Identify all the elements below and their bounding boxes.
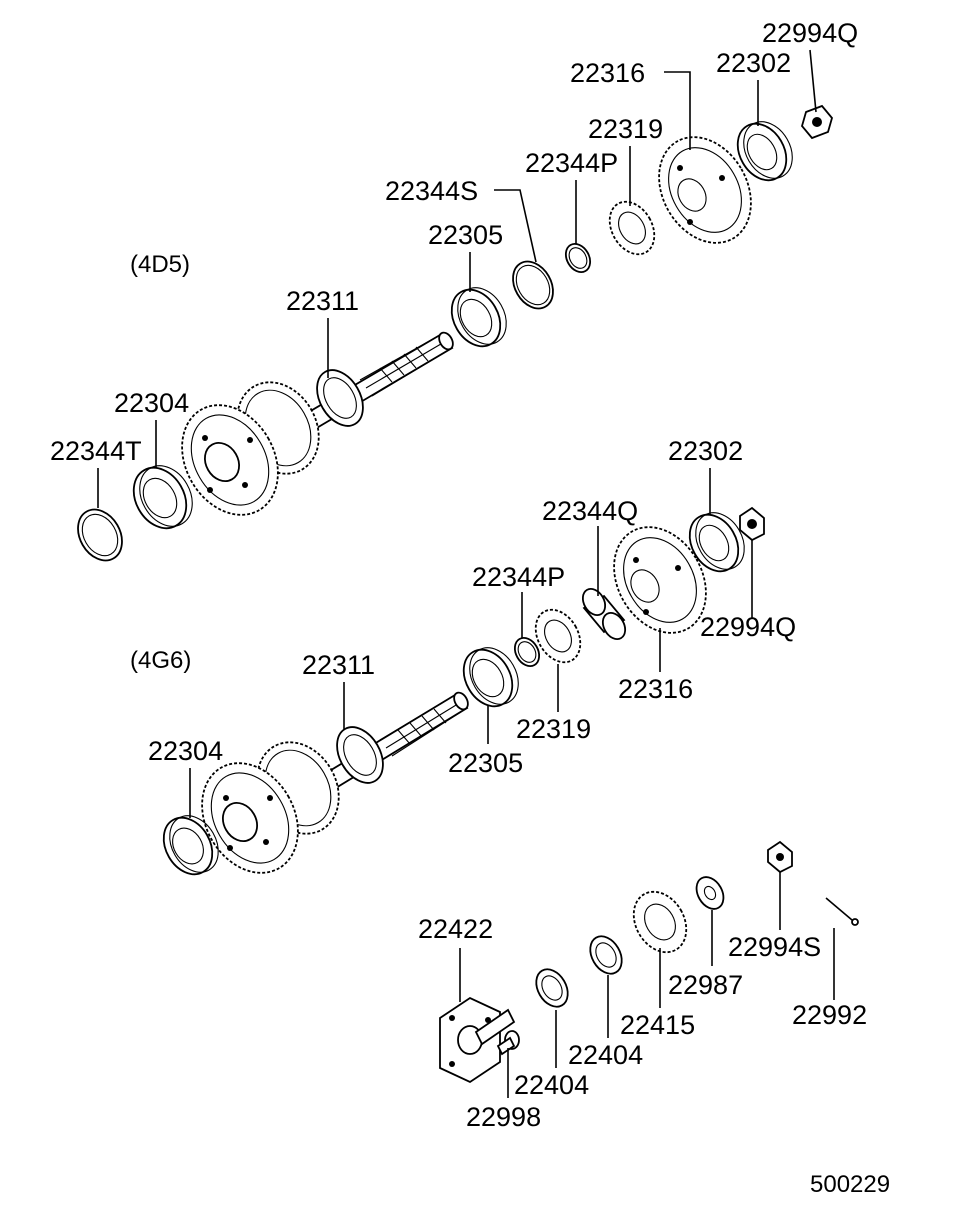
assembly-lower: [439, 840, 859, 1084]
callout-22311-4d5: 22311: [286, 286, 359, 316]
callout-22404-lower: 22404: [514, 1070, 589, 1100]
callout-22304-4g6: 22304: [148, 736, 223, 766]
assembly-4g6: [162, 506, 765, 876]
callout-22987: 22987: [668, 970, 743, 1000]
gear-cluster-4d5: [181, 381, 320, 516]
callout-22304-4d5: 22304: [114, 388, 189, 418]
callout-22404-upper: 22404: [568, 1040, 643, 1070]
sleeve-22344q-4g6: [581, 587, 627, 641]
callout-22344q-4g6: 22344Q: [542, 496, 638, 526]
bearing-22302-4g6: [688, 512, 745, 573]
callout-22415: 22415: [620, 1010, 695, 1040]
callout-22344p-4g6: 22344P: [472, 562, 565, 592]
bearing-22305-4d5: [450, 287, 507, 348]
callout-22316-4d5: 22316: [570, 58, 645, 88]
callout-22319-4d5: 22319: [588, 114, 663, 144]
ring-22344p-4g6: [513, 636, 541, 668]
callout-22302-4d5: 22302: [716, 48, 791, 78]
callout-22311-4g6: 22311: [302, 650, 375, 680]
gear-22316-4d5: [658, 136, 752, 244]
bearing-22404-lower: [535, 968, 569, 1008]
callout-22994s: 22994S: [728, 932, 821, 962]
ring-22344s-4d5: [512, 260, 554, 310]
flange-22422: [439, 996, 516, 1084]
callout-22305-4d5: 22305: [428, 220, 503, 250]
gear-small-4g6: [336, 726, 384, 784]
variant-label-4d5: (4D5): [130, 251, 190, 278]
callout-22305-4g6: 22305: [448, 748, 523, 778]
figure-number: 500229: [810, 1171, 890, 1198]
callout-22998: 22998: [466, 1102, 541, 1132]
ring-22344t-4d5: [77, 508, 123, 562]
callout-22344t-4d5: 22344T: [50, 436, 142, 466]
gear-22316-4g6: [613, 526, 707, 634]
callout-22422: 22422: [418, 914, 493, 944]
callout-labels: (4D5) (4G6) 22994Q 22316 22302 22319 223…: [50, 18, 890, 1198]
callout-22994q-4d5: 22994Q: [762, 18, 858, 48]
gear-22319-4g6: [534, 608, 582, 664]
bolt-22998: [496, 1030, 520, 1056]
variant-label-4g6: (4G6): [130, 647, 191, 674]
callout-22992: 22992: [792, 1000, 867, 1030]
gear-22319-4d5: [608, 200, 656, 256]
callout-22344p-4d5: 22344P: [525, 148, 618, 178]
washer-22987: [695, 876, 725, 910]
bearing-22304-4d5: [132, 465, 193, 530]
bearing-22404-upper: [589, 935, 623, 975]
pin-22992: [825, 897, 859, 926]
bearing-22305-4g6: [462, 647, 519, 708]
gear-22415: [632, 890, 688, 954]
gear-cluster-4g6: [201, 741, 340, 874]
callout-22994q-4g6: 22994Q: [700, 612, 796, 642]
callout-22344s-4d5: 22344S: [385, 176, 478, 206]
ring-22344p-4d5: [564, 242, 592, 274]
callout-22319-4g6: 22319: [516, 714, 591, 744]
nut-22994q-4d5: [801, 104, 833, 140]
bearing-22302-4d5: [736, 121, 793, 182]
nut-22994q-4g6: [739, 506, 765, 542]
callout-22316-4g6: 22316: [618, 674, 693, 704]
nut-22994s: [767, 840, 793, 874]
bearing-22304-4g6: [162, 815, 219, 876]
assembly-4d5: [77, 104, 833, 562]
gear-small-4d5: [316, 369, 364, 427]
leader-lines: [97, 49, 835, 1098]
callout-22302-4g6: 22302: [668, 436, 743, 466]
